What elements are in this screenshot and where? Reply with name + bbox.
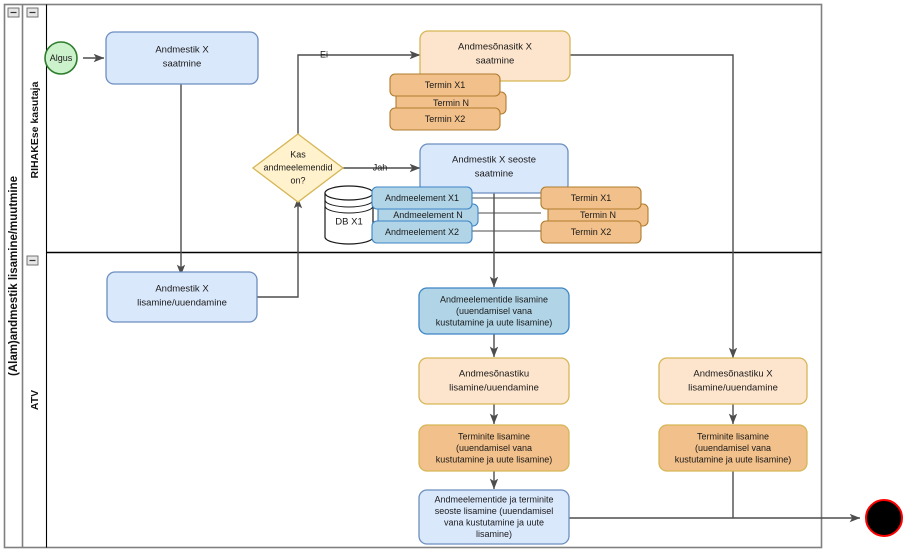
task-andmestik-x-seoste-saatmine[interactable]: Andmestik X seoste saatmine xyxy=(419,143,569,194)
data-object-termin-mid-x1[interactable]: Termin X1 xyxy=(540,186,642,210)
edge-lisamine-to-gateway xyxy=(257,197,303,298)
gateway-label-line2: andmeelemendid xyxy=(263,162,332,172)
termin-top-n-label: Termin N xyxy=(433,98,469,108)
task-label-line2: lisamine/uuendamine xyxy=(449,383,539,394)
termin-top-x1-label: Termin X1 xyxy=(425,80,466,90)
data-object-termin-top-x1[interactable]: Termin X1 xyxy=(389,73,501,97)
task-label-line1: Andmestik X xyxy=(155,45,209,56)
task-label-line1: Terminite lisamine xyxy=(697,431,769,441)
data-store-db-x1[interactable]: DB X1 xyxy=(324,185,374,245)
edge-label-jah: Jah xyxy=(373,162,388,172)
task-label-line1: Andmesõnastiku xyxy=(459,369,529,380)
task-andmesonastiku-lisamine-right[interactable]: Andmesõnastiku X lisamine/uuendamine xyxy=(658,357,808,405)
task-label-line2: saatmine xyxy=(475,169,514,180)
task-label-line1: Andmesõnastiku X xyxy=(693,369,773,380)
task-seoste-lisamine[interactable]: Andmeelementide ja terminite seoste lisa… xyxy=(418,489,570,545)
task-andmestik-x-saatmine[interactable]: Andmestik X saatmine xyxy=(105,31,259,85)
task-terminite-lisamine-mid[interactable]: Terminite lisamine (uuendamisel vana kus… xyxy=(418,424,570,472)
termin-mid-x2-label: Termin X2 xyxy=(571,227,612,237)
andmeelement-x1-label: Andmeelement X1 xyxy=(385,193,459,203)
task-label-line1: Andmestik X xyxy=(155,284,209,295)
termin-top-x2-label: Termin X2 xyxy=(425,114,466,124)
gateway-kas-andmeelemendid[interactable]: Kas andmeelemendid on? xyxy=(251,133,345,203)
task-label-line2: seoste lisamine (uuendamisel xyxy=(435,506,554,516)
start-event-label: Algus xyxy=(50,53,73,63)
pool-label-text: (Alam)andmestik lisamine/muutmine xyxy=(8,176,20,376)
termin-mid-n-label: Termin N xyxy=(580,210,616,220)
task-label-line3: kustutamine ja uute lisamine) xyxy=(675,454,792,464)
edge-sonastik-to-right-column xyxy=(569,54,738,359)
lane-header-rihakese: RIHAKEse kasutaja xyxy=(29,81,41,178)
task-andmeelementide-lisamine[interactable]: Andmeelementide lisamine (uuendamisel va… xyxy=(418,287,570,335)
pool-label: (Alam)andmestik lisamine/muutmine xyxy=(8,176,20,376)
task-label-line4: lisamine) xyxy=(476,529,512,539)
start-event[interactable]: Algus xyxy=(44,41,78,75)
gateway-label-line1: Kas xyxy=(290,149,306,159)
task-label-line1: Andmeelementide ja terminite xyxy=(434,494,553,504)
task-label-line2: lisamine/uuendamine xyxy=(137,298,227,309)
task-label-line2: (uuendamisel vana xyxy=(456,443,532,453)
lane-label-rihakese: RIHAKEse kasutaja xyxy=(29,81,41,178)
task-andmesonastik-x-saatmine[interactable]: Andmesõnasitk X saatmine xyxy=(419,30,571,82)
end-event[interactable] xyxy=(865,499,903,537)
lane-header-atv: ATV xyxy=(29,390,41,410)
task-label-line1: Andmesõnasitk X xyxy=(458,42,533,53)
edge-label-ei: Ei xyxy=(320,49,328,59)
task-label-line3: kustutamine ja uute lisamine) xyxy=(436,454,553,464)
data-object-termin-top-x2[interactable]: Termin X2 xyxy=(389,107,501,131)
task-label-line2: lisamine/uuendamine xyxy=(688,383,778,394)
termin-mid-x1-label: Termin X1 xyxy=(571,193,612,203)
lane-collapse-button-atv[interactable] xyxy=(26,255,39,266)
task-label-line2: (uuendamisel vana xyxy=(695,443,771,453)
task-label-line1: Andmestik X seoste xyxy=(452,155,536,166)
data-object-andmeelement-x2[interactable]: Andmeelement X2 xyxy=(371,220,473,244)
lane-label-atv: ATV xyxy=(29,390,41,410)
gateway-label-line3: on? xyxy=(290,175,305,185)
task-label-line1: Andmeelementide lisamine xyxy=(440,294,548,304)
task-label-line2: (uuendamisel vana xyxy=(456,306,532,316)
task-andmestik-x-lisamine[interactable]: Andmestik X lisamine/uuendamine xyxy=(106,271,258,323)
edge-gateway-ei xyxy=(297,50,421,147)
task-andmesonastiku-lisamine-mid[interactable]: Andmesõnastiku lisamine/uuendamine xyxy=(418,357,570,405)
task-label-line3: vana kustutamine ja uute xyxy=(444,517,544,527)
andmeelement-x2-label: Andmeelement X2 xyxy=(385,227,459,237)
associations xyxy=(470,197,541,232)
task-label-line3: kustutamine ja uute lisamine) xyxy=(436,317,553,327)
andmeelement-n-label: Andmeelement N xyxy=(393,210,463,220)
db-label: DB X1 xyxy=(335,217,362,228)
task-label-line2: saatmine xyxy=(163,59,202,70)
data-object-termin-mid-x2[interactable]: Termin X2 xyxy=(540,220,642,244)
task-label-line2: saatmine xyxy=(476,56,515,67)
task-terminite-lisamine-right[interactable]: Terminite lisamine (uuendamisel vana kus… xyxy=(658,424,808,472)
task-label-line1: Terminite lisamine xyxy=(458,431,530,441)
pool-collapse-button[interactable] xyxy=(7,7,20,18)
data-object-andmeelement-x1[interactable]: Andmeelement X1 xyxy=(371,186,473,210)
lane-collapse-button-rihakese[interactable] xyxy=(26,7,39,18)
edges xyxy=(83,50,861,523)
